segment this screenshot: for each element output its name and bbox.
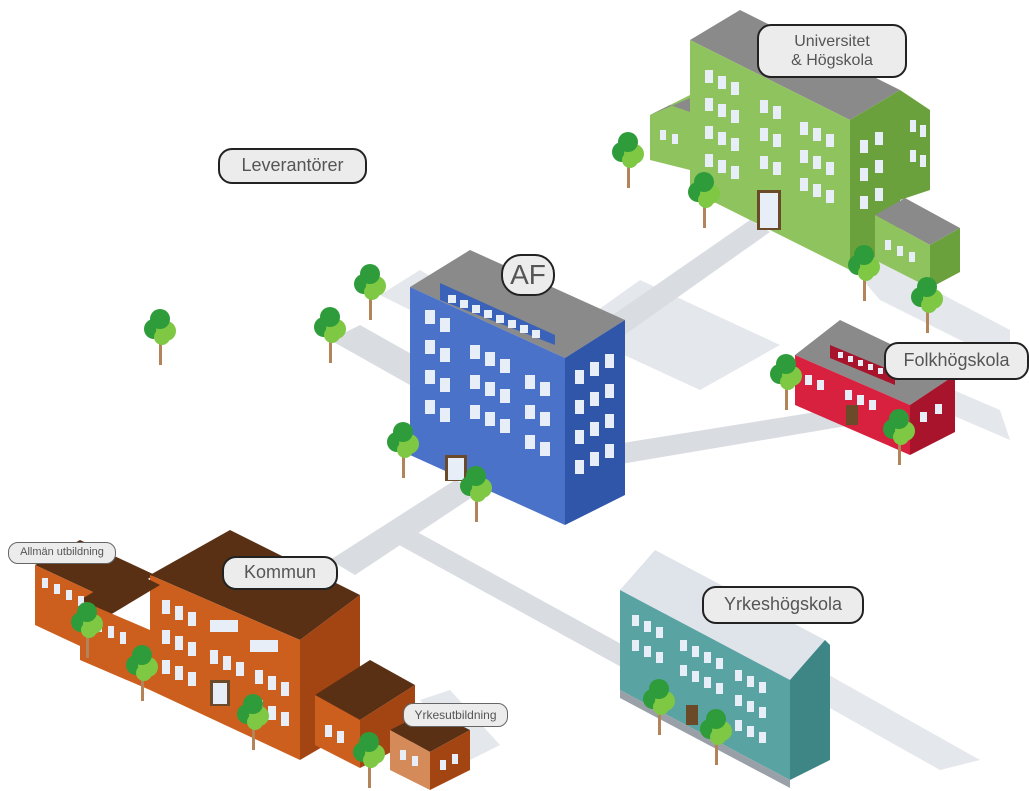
label-allman-utbildning: Allmän utbildning <box>8 542 116 564</box>
trees <box>71 132 943 788</box>
tree-icon <box>314 307 346 363</box>
tree-icon <box>353 732 385 788</box>
af-building <box>410 250 625 525</box>
universitet-building <box>650 10 960 288</box>
label-yrkeshogskola: Yrkeshögskola <box>702 586 864 624</box>
label-universitet: Universitet & Högskola <box>757 24 907 78</box>
tree-icon <box>460 466 492 522</box>
label-af: AF <box>501 254 555 296</box>
tree-icon <box>237 694 269 750</box>
tree-icon <box>911 277 943 333</box>
tree-icon <box>612 132 644 188</box>
tree-icon <box>883 409 915 465</box>
tree-icon <box>848 245 880 301</box>
tree-icon <box>126 645 158 701</box>
tree-icon <box>688 172 720 228</box>
tree-icon <box>387 422 419 478</box>
label-kommun: Kommun <box>222 556 338 590</box>
tree-icon <box>71 602 103 658</box>
folkhogskola-building <box>795 320 955 455</box>
tree-icon <box>700 709 732 765</box>
label-yrkesutbildning: Yrkesutbildning <box>403 703 508 727</box>
tree-icon <box>770 354 802 410</box>
tree-icon <box>144 309 176 365</box>
tree-icon <box>643 679 675 735</box>
tree-icon <box>354 264 386 320</box>
label-leverantorer: Leverantörer <box>218 148 367 184</box>
label-folkhogskola: Folkhögskola <box>884 342 1029 380</box>
